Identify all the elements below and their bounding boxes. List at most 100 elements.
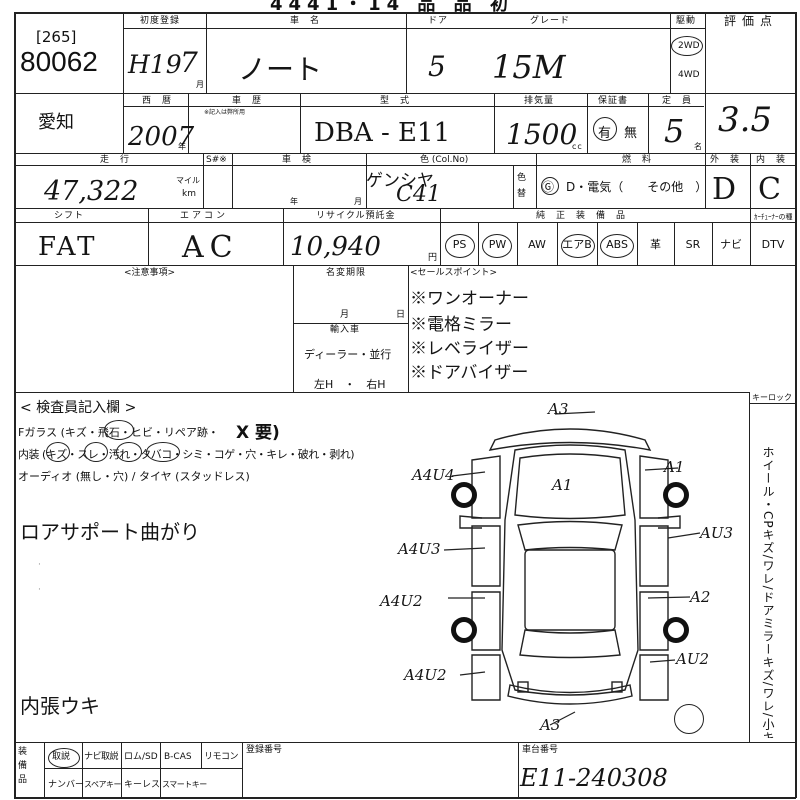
- name-change-month: 月: [340, 310, 351, 320]
- inspection-year-unit: 年: [290, 197, 299, 206]
- history-label: 車 歴: [232, 96, 263, 106]
- lot-code: [265]: [36, 28, 77, 46]
- model-label: 型 式: [380, 96, 411, 106]
- shift-value: FAT: [38, 232, 98, 262]
- sw-label: S#※: [206, 155, 227, 165]
- equipment-label: 純 正 装 備 品: [536, 211, 627, 221]
- damage-left-front-door: A4U3: [398, 540, 441, 558]
- footer-keyless: キーレス: [124, 780, 161, 790]
- name-change-day: 日: [396, 310, 407, 320]
- sales-points-label: <セールスポイント>: [410, 268, 498, 278]
- sales-point-4: ※ドアバイザー: [410, 363, 529, 383]
- name-value: ノート: [238, 53, 323, 86]
- grade-value: 15M: [492, 48, 566, 86]
- year-value: 2007: [128, 122, 195, 152]
- interior-dirt-circle: [116, 442, 142, 462]
- sales-point-3: ※レベライザー: [410, 339, 529, 359]
- exterior-label: 外 装: [710, 155, 741, 165]
- car-diagram: [443, 411, 701, 726]
- warranty-yes-circle: [593, 117, 617, 141]
- score-label: 評価点: [724, 14, 779, 28]
- equip-airbag-circle: [561, 234, 595, 258]
- footer-navi-manual: ナビ取説: [84, 752, 119, 762]
- mileage-unit-km: km: [182, 189, 196, 199]
- inspection-month-unit: 月: [354, 197, 363, 206]
- interior-rub-circle: [84, 442, 108, 462]
- capacity-value: 5: [664, 112, 685, 150]
- aircon-value: AC: [182, 230, 239, 265]
- damage-right-quarter: AU2: [676, 650, 710, 668]
- footer-chassis-label: 車台番号: [522, 745, 559, 755]
- damage-left-quarter: A4U2: [404, 666, 447, 684]
- interior-scratch-circle: [46, 442, 70, 462]
- shift-label: シフト: [54, 211, 85, 221]
- inspector-note-2: 内張ウキ: [20, 694, 100, 718]
- interior-cig-circle: [146, 442, 180, 462]
- name-label: 車 名: [290, 16, 321, 26]
- fuel-label: 燃 料: [622, 155, 653, 165]
- displacement-value: 1500: [506, 118, 578, 151]
- footer-rom: ロム/SD: [124, 752, 158, 762]
- mileage-value: 47,322: [44, 176, 139, 207]
- keylock-label: キーロック: [752, 393, 792, 402]
- recycle-value: 10,940: [290, 232, 381, 262]
- first-reg-month-unit: 月: [196, 80, 205, 89]
- damage-right-front-fender: A1: [664, 458, 685, 476]
- equip-sr: SR: [685, 237, 701, 251]
- footer-manual-circle: [48, 748, 80, 768]
- lot-number: 80062: [20, 46, 98, 77]
- footer-reg-label: 登録番号: [246, 745, 283, 755]
- footer-smart-key: スマートキー: [162, 780, 207, 789]
- first-reg-month: 7: [180, 46, 198, 79]
- color-name: ゲンシヤ: [366, 171, 434, 191]
- sales-point-1: ※ワンオーナー: [410, 289, 529, 309]
- damage-right-front-door: AU3: [700, 524, 734, 542]
- equip-leather: 革: [650, 238, 661, 251]
- import-dealer: ディーラー・並行: [304, 348, 392, 361]
- footer-chassis: E11-240308: [520, 764, 668, 792]
- footer-bcas: B-CAS: [164, 752, 192, 762]
- doors-value: 5: [428, 50, 446, 83]
- inspector-note-1: ロアサポート曲がり: [20, 520, 200, 544]
- color-code: C41: [396, 182, 441, 207]
- damage-right-rear-door: A2: [690, 588, 711, 606]
- equip-dtv: DTV: [761, 237, 785, 251]
- equip-aw: AW: [528, 237, 546, 251]
- damage-left-front-fender: A4U4: [412, 466, 455, 484]
- header-cut: 4441・14 品 品 初: [270, 0, 514, 15]
- sales-point-2: ※電格ミラー: [410, 315, 512, 335]
- first-reg-era: H19: [128, 50, 182, 79]
- dot-mark: ·: [38, 585, 41, 595]
- inspector-audio: オーディオ (無し・穴) / タイヤ (スタッドレス): [18, 470, 250, 483]
- grade-label: グレード: [530, 16, 571, 26]
- doors-label: ドア: [428, 16, 449, 26]
- fuel-gas-circle: [541, 177, 559, 195]
- damage-hood: A1: [552, 476, 573, 494]
- equip-abs-circle: [600, 234, 634, 258]
- equip-ps-circle: [445, 234, 475, 258]
- region: 愛知: [38, 112, 74, 133]
- history-sub: ※記入は弊所用: [204, 109, 246, 116]
- drive-label: 駆動: [676, 16, 697, 26]
- warranty-no: 無: [624, 126, 638, 141]
- color-change-label: 色替: [517, 173, 528, 199]
- interior-value: C: [758, 172, 781, 207]
- model-value: DBA - E11: [314, 118, 451, 148]
- year-label: 西 暦: [142, 96, 173, 106]
- year-unit: 年: [178, 142, 187, 151]
- damage-left-rear-door: A4U2: [380, 592, 423, 610]
- footer-label: 装 備 品: [18, 747, 28, 785]
- vertical-note: ホイール・CPキズ/ワレ/ドアミラーキズ/ワレ/小キズ有/小U有/補修有: [761, 446, 775, 738]
- warranty-label: 保証書: [598, 96, 629, 106]
- glass-chip-circle: [104, 420, 134, 440]
- inspector-label: < 検査員記入欄 >: [20, 400, 137, 416]
- recycle-label: リサイクル預託金: [316, 211, 396, 221]
- dot-mark: ·: [38, 560, 41, 570]
- footer-remote: リモコン: [204, 752, 239, 762]
- footer-spare-key: スペアキー: [84, 780, 121, 789]
- capacity-unit: 名: [694, 142, 703, 151]
- fuel-options: Ⓖ D・電気（ その他 ）: [542, 180, 708, 194]
- blank-circle: [674, 704, 704, 734]
- displacement-unit: cc: [572, 142, 583, 151]
- damage-front: A3: [548, 400, 569, 418]
